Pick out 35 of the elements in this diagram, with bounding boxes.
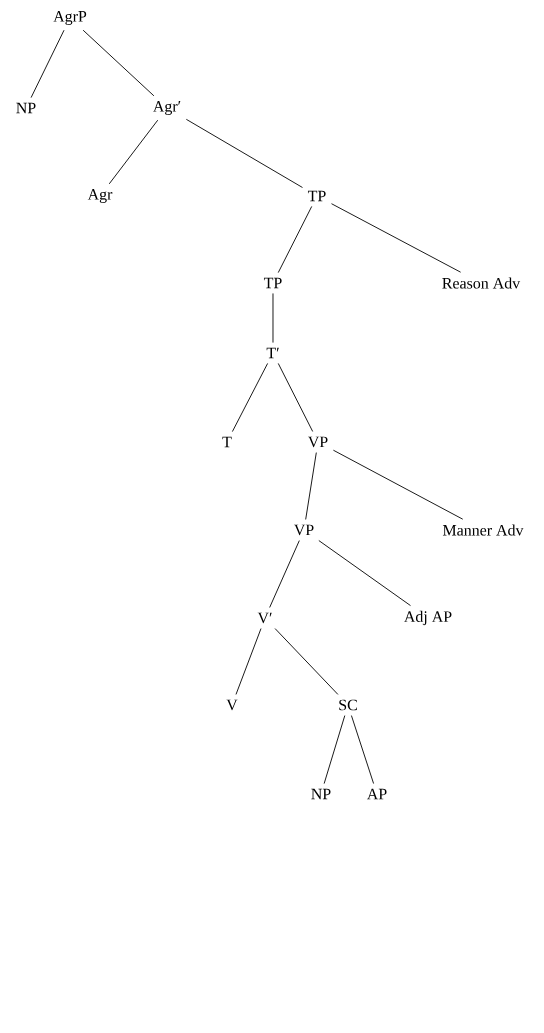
branch-line xyxy=(185,118,303,188)
tree-label: TP xyxy=(308,190,326,202)
branch-line xyxy=(351,715,375,784)
tree-label: AP xyxy=(366,788,387,800)
branch-line xyxy=(323,715,346,785)
branch-line xyxy=(269,540,300,608)
tree-label: NP xyxy=(311,788,331,800)
tree-label: Agr′ xyxy=(153,101,181,115)
branch-line xyxy=(235,628,262,695)
tree-label: Agr xyxy=(87,189,113,203)
tree-label: NP xyxy=(16,102,36,114)
branch-line xyxy=(318,540,411,607)
tree-label: VP xyxy=(294,524,314,536)
branch-line xyxy=(108,119,159,185)
tree-label: T xyxy=(222,436,232,448)
tree-label: T′ xyxy=(266,347,279,359)
branch-line xyxy=(277,206,313,274)
branch-line xyxy=(277,363,314,432)
tree-label: SC xyxy=(339,699,357,711)
tree-label: Adj AP xyxy=(404,610,452,626)
branch-line xyxy=(331,203,462,273)
tree-label: Manner Adv xyxy=(442,524,524,536)
branch-line xyxy=(332,449,464,520)
branch-line xyxy=(272,293,274,344)
branch-line xyxy=(30,29,65,99)
branch-line xyxy=(274,628,339,695)
tree-label: Reason Adv xyxy=(442,277,521,289)
branch-line xyxy=(305,452,317,520)
tree-label: VP xyxy=(308,436,328,448)
tree-label: V′ xyxy=(257,612,272,624)
branch-line xyxy=(82,29,155,97)
tree-label: TP xyxy=(264,277,282,289)
tree-label: AgrP xyxy=(53,11,87,25)
tree-label: V xyxy=(226,699,238,711)
branch-line xyxy=(231,363,269,433)
